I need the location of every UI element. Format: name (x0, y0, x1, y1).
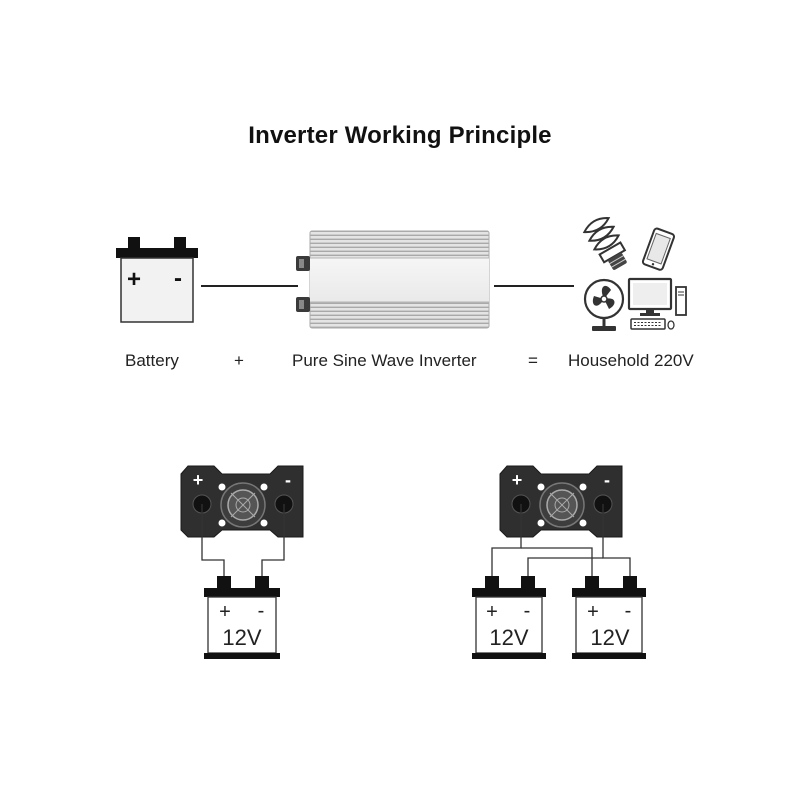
caption-battery: Battery (125, 351, 179, 370)
monitor-icon (627, 277, 673, 316)
battery-plus-label: + (219, 601, 231, 623)
parallel-battery-wiring (491, 504, 631, 576)
keyboard-icon (630, 318, 675, 330)
battery-voltage-label: 12V (489, 625, 528, 650)
battery-minus-label: - (625, 600, 632, 622)
terminal-minus-label: - (604, 470, 610, 490)
inverter-device (296, 230, 490, 329)
caption-output: Household 220V (568, 351, 694, 370)
single-battery-wiring (201, 504, 285, 576)
bulb-icon (582, 217, 627, 270)
caption-equals: = (528, 351, 538, 370)
phone-icon (641, 227, 675, 271)
battery-minus-label: - (524, 600, 531, 622)
appliances-group (582, 217, 687, 331)
battery-parallel-b: + - 12V (572, 576, 646, 659)
caption-inverter: Pure Sine Wave Inverter (292, 351, 477, 370)
battery-single: + - 12V (204, 576, 280, 659)
computer-tower-icon (675, 286, 687, 316)
battery-icon-plus: + (127, 266, 141, 293)
battery-plus-label: + (587, 601, 599, 623)
battery-voltage-label: 12V (590, 625, 629, 650)
fan-icon (583, 278, 625, 331)
battery-icon-minus: - (174, 265, 182, 292)
battery-parallel-a: + - 12V (472, 576, 546, 659)
battery-voltage-label: 12V (222, 625, 261, 650)
page-title: Inverter Working Principle (248, 122, 552, 149)
battery-plus-label: + (486, 601, 498, 623)
terminal-plus-label: + (193, 470, 204, 490)
battery-minus-label: - (258, 600, 265, 622)
caption-plus: + (234, 351, 244, 370)
inverter-panel-single: + - (180, 465, 304, 538)
terminal-plus-label: + (512, 470, 523, 490)
terminal-minus-label: - (285, 470, 291, 490)
battery-icon: + - (116, 237, 198, 323)
inverter-panel-parallel: + - (499, 465, 623, 538)
